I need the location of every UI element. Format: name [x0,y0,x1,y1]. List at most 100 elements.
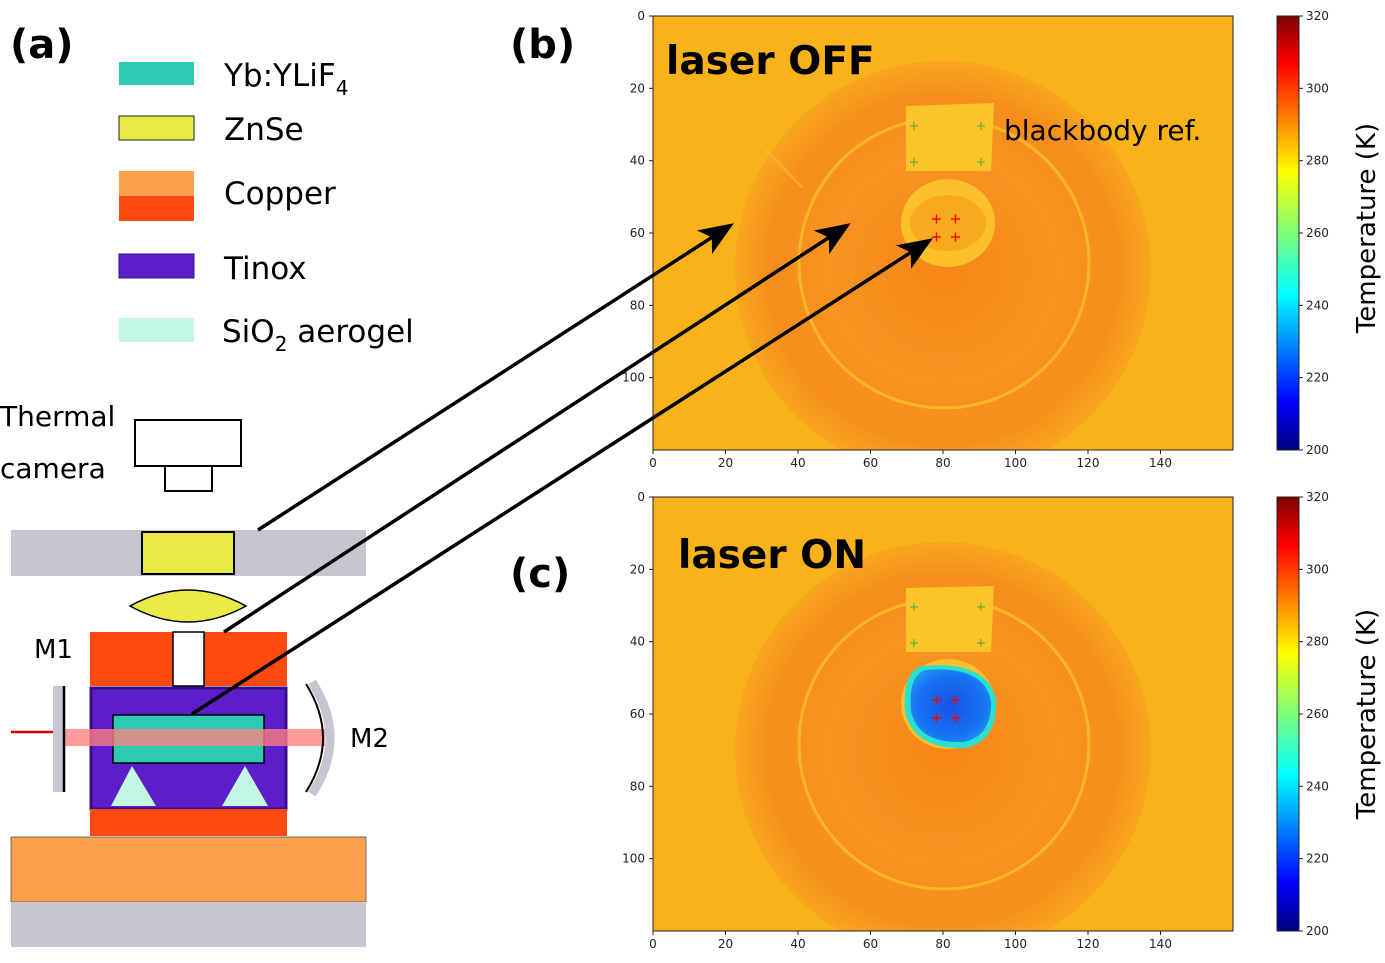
arrow-crystal-to-image [191,238,933,716]
viewing-aperture [172,631,205,687]
colorbar-b: 320 300 280 260 240 220 200 Temperature (K) [1276,9,1382,457]
x-tick-label: 0 [649,937,657,951]
colorbar-b-ticks: 320 300 280 260 240 220 200 [1299,9,1329,457]
y-tick-label: 0 [637,490,645,504]
camera-label-line1: Thermal [0,400,115,433]
image-b-blackbody-square [906,103,994,171]
legend-swatch-tinox [118,253,195,279]
legend: Yb:YLiF4 ZnSe Copper Tinox SiO2 aerogel [118,58,414,356]
image-c-sample-marks [932,695,960,723]
legend-label-aerogel: SiO2 aerogel [222,314,414,356]
x-tick-label: 60 [863,456,878,470]
x-tick-label: 20 [718,456,733,470]
colorbar-c: 320 300 280 260 240 220 200 Temperature (K) [1276,490,1382,938]
colorbar-tick-label: 300 [1306,562,1329,576]
panel-label-a: (a) [10,22,74,68]
legend-swatch-aerogel [119,318,194,342]
x-tick-label: 20 [718,937,733,951]
colorbar-tick-label: 200 [1306,924,1329,938]
aerogel-support-left [111,766,156,806]
panel-label-c: (c) [510,551,570,597]
x-tick-label: 40 [790,456,805,470]
x-tick-label: 0 [649,456,657,470]
legend-label-tinox: Tinox [223,251,307,287]
y-tick-label: 80 [630,779,645,793]
base-mount [11,902,366,947]
colorbar-b-label: Temperature (K) [1352,123,1382,334]
image-b-streak [761,145,804,189]
y-tick-label: 20 [630,562,645,576]
colorbar-tick-label: 320 [1306,9,1329,23]
mirror-m2 [305,683,324,793]
x-tick-label: 80 [935,937,950,951]
colorbar-tick-label: 240 [1306,779,1329,793]
colorbar-c-ticks: 320 300 280 260 240 220 200 [1299,490,1329,938]
mapping-arrows [191,223,933,716]
x-tick-label: 140 [1149,456,1172,470]
colorbar-c-scale [1276,496,1300,932]
y-tick-label: 40 [630,154,645,168]
y-tick-label: 100 [622,371,645,385]
legend-swatch-znse [118,115,195,141]
blackbody-annotation: blackbody ref. [1004,114,1201,147]
colorbar-tick-label: 220 [1306,852,1329,866]
thermal-camera-lens [164,465,213,492]
y-tick-label: 40 [630,635,645,649]
colorbar-c-label: Temperature (K) [1352,609,1382,820]
image-c-blackbody-square [906,586,994,652]
colorbar-tick-label: 200 [1306,443,1329,457]
y-tick-label: 0 [637,9,645,23]
x-tick-label: 40 [790,937,805,951]
legend-swatch-ybylif4 [119,62,194,85]
legend-swatch-copper-dark [119,196,194,221]
colorbar-tick-label: 300 [1306,81,1329,95]
y-tick-label: 60 [630,707,645,721]
image-c-reference-marks [910,603,985,647]
legend-label-copper: Copper [224,176,336,212]
legend-label-znse: ZnSe [224,112,304,148]
y-tick-label: 100 [622,852,645,866]
x-tick-label: 100 [1004,456,1027,470]
colorbar-tick-label: 280 [1306,635,1329,649]
mirror-m1-label: M1 [34,635,73,665]
copper-base [10,836,367,903]
camera-label-line2: camera [0,452,106,485]
arrow-aperture-to-image [223,223,851,634]
thermal-camera-body [134,419,242,467]
laser-beam [64,729,325,746]
mirror-m2-substrate [308,679,335,797]
copper-bottom [90,809,287,836]
image-b-title: laser OFF [666,39,875,84]
image-b-sample-marks [932,214,960,242]
mirror-m2-label: M2 [350,724,389,754]
colorbar-tick-label: 220 [1306,371,1329,385]
znse-lens [128,589,248,623]
y-tick-label: 80 [630,298,645,312]
image-b-sample-inner [910,195,986,251]
panel-label-b: (b) [510,22,575,68]
colorbar-tick-label: 260 [1306,226,1329,240]
x-tick-label: 80 [935,456,950,470]
y-tick-label: 60 [630,226,645,240]
colorbar-tick-label: 280 [1306,154,1329,168]
x-tick-label: 100 [1004,937,1027,951]
x-tick-label: 120 [1077,456,1100,470]
apparatus-schematic: Thermal camera M1 M2 [0,400,389,947]
thermal-image-b: laser OFF blackbody ref. 0 20 40 60 80 100 120… [622,9,1234,470]
image-c-cold-crystal [910,669,992,743]
legend-swatch-copper-light [119,171,194,196]
colorbar-tick-label: 260 [1306,707,1329,721]
znse-window [141,531,235,575]
colorbar-tick-label: 320 [1306,490,1329,504]
mirror-m1-substrate [53,686,63,792]
x-tick-label: 140 [1149,937,1172,951]
image-c-title: laser ON [678,533,866,578]
colorbar-b-scale [1276,15,1300,451]
arrow-window-to-image [257,223,734,532]
x-tick-label: 120 [1077,937,1100,951]
colorbar-tick-label: 240 [1306,298,1329,312]
